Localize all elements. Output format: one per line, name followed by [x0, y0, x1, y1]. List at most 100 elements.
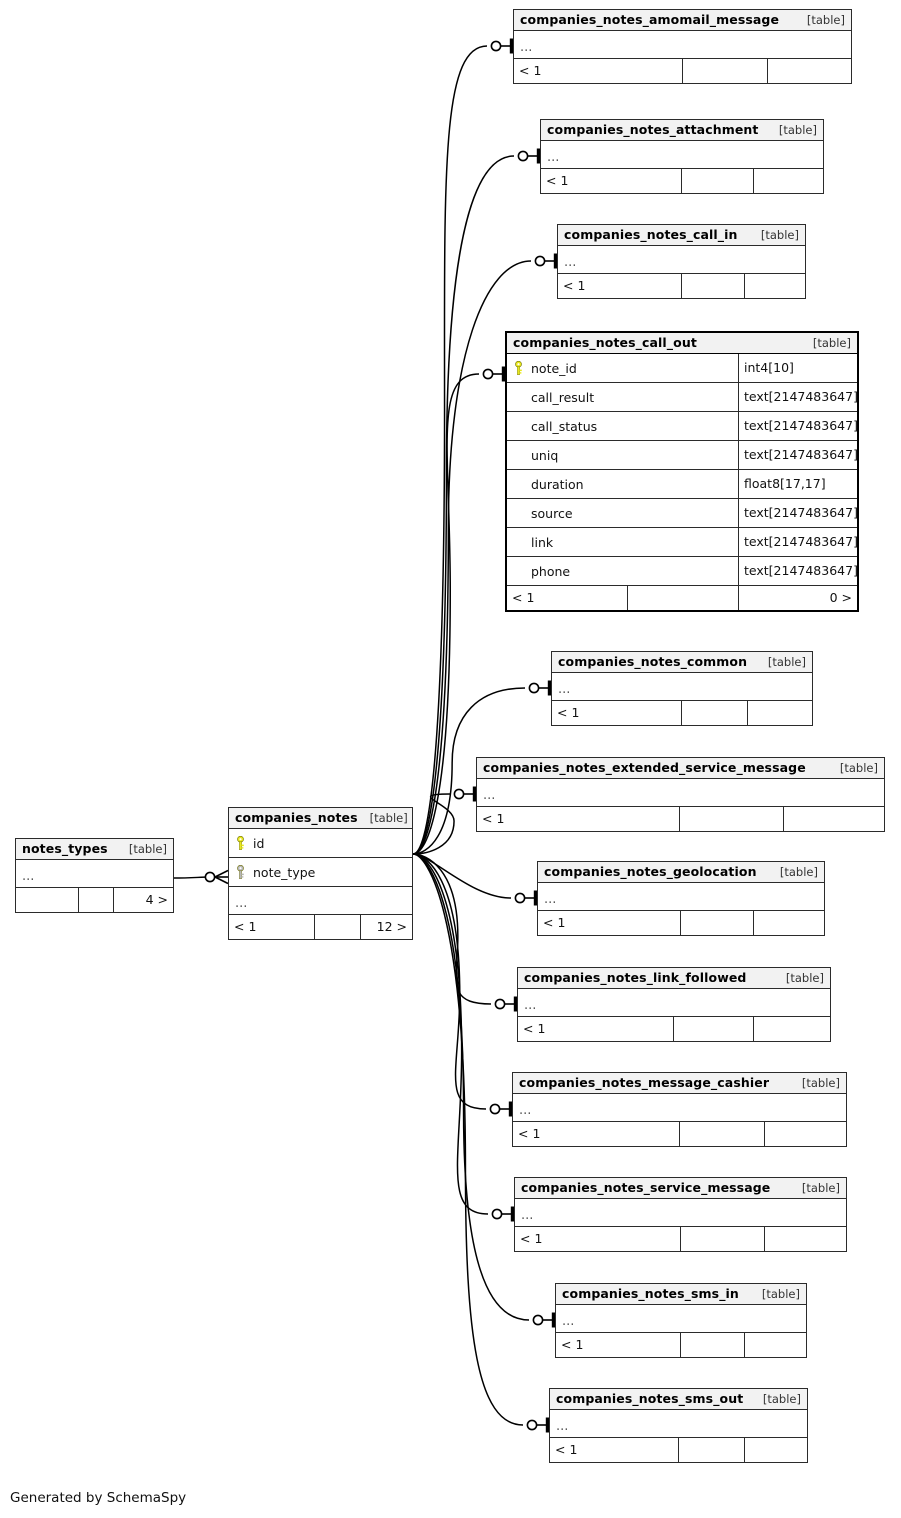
relationship-companies_notes-to-companies_notes_link_followed[interactable] — [412, 853, 518, 1012]
ellipsis-label: ... — [524, 998, 537, 1013]
table-columns-collapsed-row[interactable]: ... — [515, 1199, 846, 1227]
ellipsis-label: ... — [564, 255, 577, 270]
column-name-label: note_type — [253, 864, 316, 880]
table-type-tag: [table] — [369, 810, 408, 825]
table-node-companies_notes_message_cashier[interactable]: companies_notes_message_cashier[table]..… — [512, 1072, 847, 1147]
column-type-cell: text[2147483647] — [738, 383, 858, 411]
footer-cell-right — [753, 911, 824, 935]
table-header: notes_types[table] — [16, 839, 173, 860]
table-columns-collapsed-row[interactable]: ... — [558, 246, 805, 274]
footer-cell-mid — [673, 1017, 753, 1041]
table-node-notes_types[interactable]: notes_types[table]...4 > — [15, 838, 174, 913]
table-column-row[interactable]: duration float8[17,17] — [507, 470, 857, 499]
table-node-companies_notes_call_in[interactable]: companies_notes_call_in[table]...< 1 — [557, 224, 806, 299]
table-columns-collapsed-row[interactable]: ... — [229, 887, 412, 915]
table-name-label: companies_notes_amomail_message — [520, 12, 780, 27]
table-node-companies_notes_amomail_message[interactable]: companies_notes_amomail_message[table]..… — [513, 9, 852, 84]
table-name-label: companies_notes — [235, 810, 358, 825]
footer-cell-mid — [78, 888, 113, 912]
table-column-row[interactable]: note_type — [229, 858, 412, 887]
relationship-companies_notes-to-companies_notes_message_cashier[interactable] — [412, 853, 513, 1117]
footer-cell-left: < 1 — [520, 1231, 543, 1246]
table-name-label: companies_notes_link_followed — [524, 970, 747, 985]
footer-cell-mid — [682, 59, 767, 83]
table-node-companies_notes_service_message[interactable]: companies_notes_service_message[table]..… — [514, 1177, 847, 1252]
footer-cell-mid — [314, 915, 360, 939]
footer-cell-right — [747, 701, 812, 725]
footer-cell-mid — [679, 1122, 764, 1146]
column-name-label: call_status — [531, 418, 598, 434]
column-name-cell: call_result — [507, 390, 738, 405]
table-name-label: companies_notes_sms_out — [556, 1391, 744, 1406]
key-icon-none — [514, 448, 523, 463]
table-columns-collapsed-row[interactable]: ... — [518, 989, 830, 1017]
table-columns-collapsed-row[interactable]: ... — [556, 1305, 806, 1333]
table-footer-row: < 1 — [550, 1438, 807, 1462]
table-name-label: companies_notes_service_message — [521, 1180, 771, 1195]
footer-cell-mid — [681, 701, 747, 725]
table-columns-collapsed-row[interactable]: ... — [552, 673, 812, 701]
table-footer-row: < 1 0 > — [507, 586, 857, 610]
table-header: companies_notes_sms_out[table] — [550, 1389, 807, 1410]
column-name-cell: id — [229, 835, 412, 851]
ellipsis-label: ... — [544, 892, 557, 907]
table-columns-collapsed-row[interactable]: ... — [550, 1410, 807, 1438]
table-columns-collapsed-row[interactable]: ... — [16, 860, 173, 888]
footer-cell-left: < 1 — [234, 919, 257, 934]
table-node-companies_notes_sms_in[interactable]: companies_notes_sms_in[table]...< 1 — [555, 1283, 807, 1358]
table-name-label: companies_notes_extended_service_message — [483, 760, 806, 775]
relationship-companies_notes-to-companies_notes_extended_service_message[interactable] — [412, 786, 477, 855]
table-type-tag: [table] — [779, 864, 818, 879]
table-columns-collapsed-row[interactable]: ... — [477, 779, 884, 807]
relationship-companies_notes-to-companies_notes_service_message[interactable] — [412, 853, 515, 1222]
table-node-companies_notes_sms_out[interactable]: companies_notes_sms_out[table]...< 1 — [549, 1388, 808, 1463]
table-node-companies_notes_extended_service_message[interactable]: companies_notes_extended_service_message… — [476, 757, 885, 832]
footer-cell-right — [764, 1227, 846, 1251]
table-footer-row: < 1 — [514, 59, 851, 83]
footer-cell-right: 0 > — [738, 586, 857, 610]
table-node-companies_notes_attachment[interactable]: companies_notes_attachment[table]...< 1 — [540, 119, 824, 194]
footer-cell-mid — [679, 807, 783, 831]
footer-cell-mid — [680, 1227, 764, 1251]
relationship-notes_types-to-companies_notes[interactable] — [173, 869, 229, 885]
table-header: companies_notes_message_cashier[table] — [513, 1073, 846, 1094]
table-name-label: notes_types — [22, 841, 108, 856]
column-name-label: duration — [531, 476, 584, 492]
table-node-companies_notes_link_followed[interactable]: companies_notes_link_followed[table]...<… — [517, 967, 831, 1042]
footer-cell-left: < 1 — [543, 915, 566, 930]
footer-cell-left: < 1 — [519, 63, 542, 78]
ellipsis-label: ... — [483, 788, 496, 803]
column-name-label: note_id — [531, 360, 577, 376]
table-name-label: companies_notes_geolocation — [544, 864, 757, 879]
column-type-cell: text[2147483647] — [738, 557, 858, 585]
table-columns-collapsed-row[interactable]: ... — [538, 883, 824, 911]
column-type-cell: float8[17,17] — [738, 470, 857, 498]
ellipsis-label: ... — [547, 150, 560, 165]
relationship-companies_notes-to-companies_notes_amomail_message[interactable] — [412, 38, 514, 855]
footer-cell-left: < 1 — [546, 173, 569, 188]
table-columns-collapsed-row[interactable]: ... — [513, 1094, 846, 1122]
table-column-row[interactable]: id — [229, 829, 412, 858]
table-node-companies_notes_geolocation[interactable]: companies_notes_geolocation [table]... < 1 — [537, 861, 825, 936]
table-header: companies_notes_geolocation [table] — [538, 862, 824, 883]
footer-cell-left: < 1 — [557, 705, 580, 720]
table-columns-collapsed-row[interactable]: ... — [541, 141, 823, 169]
relationship-companies_notes-to-companies_notes_geolocation[interactable] — [412, 853, 538, 906]
table-header: companies_notes_common[table] — [552, 652, 812, 673]
table-columns-collapsed-row[interactable]: ... — [514, 31, 851, 59]
footer-cell-left: < 1 — [512, 590, 535, 605]
key-icon-primary — [514, 360, 523, 376]
footer-cell-right: 4 > — [113, 888, 173, 912]
table-footer-row: 4 > — [16, 888, 173, 912]
table-node-companies_notes_common[interactable]: companies_notes_common[table]... < 1 — [551, 651, 813, 726]
table-header: companies_notes_sms_in[table] — [556, 1284, 806, 1305]
